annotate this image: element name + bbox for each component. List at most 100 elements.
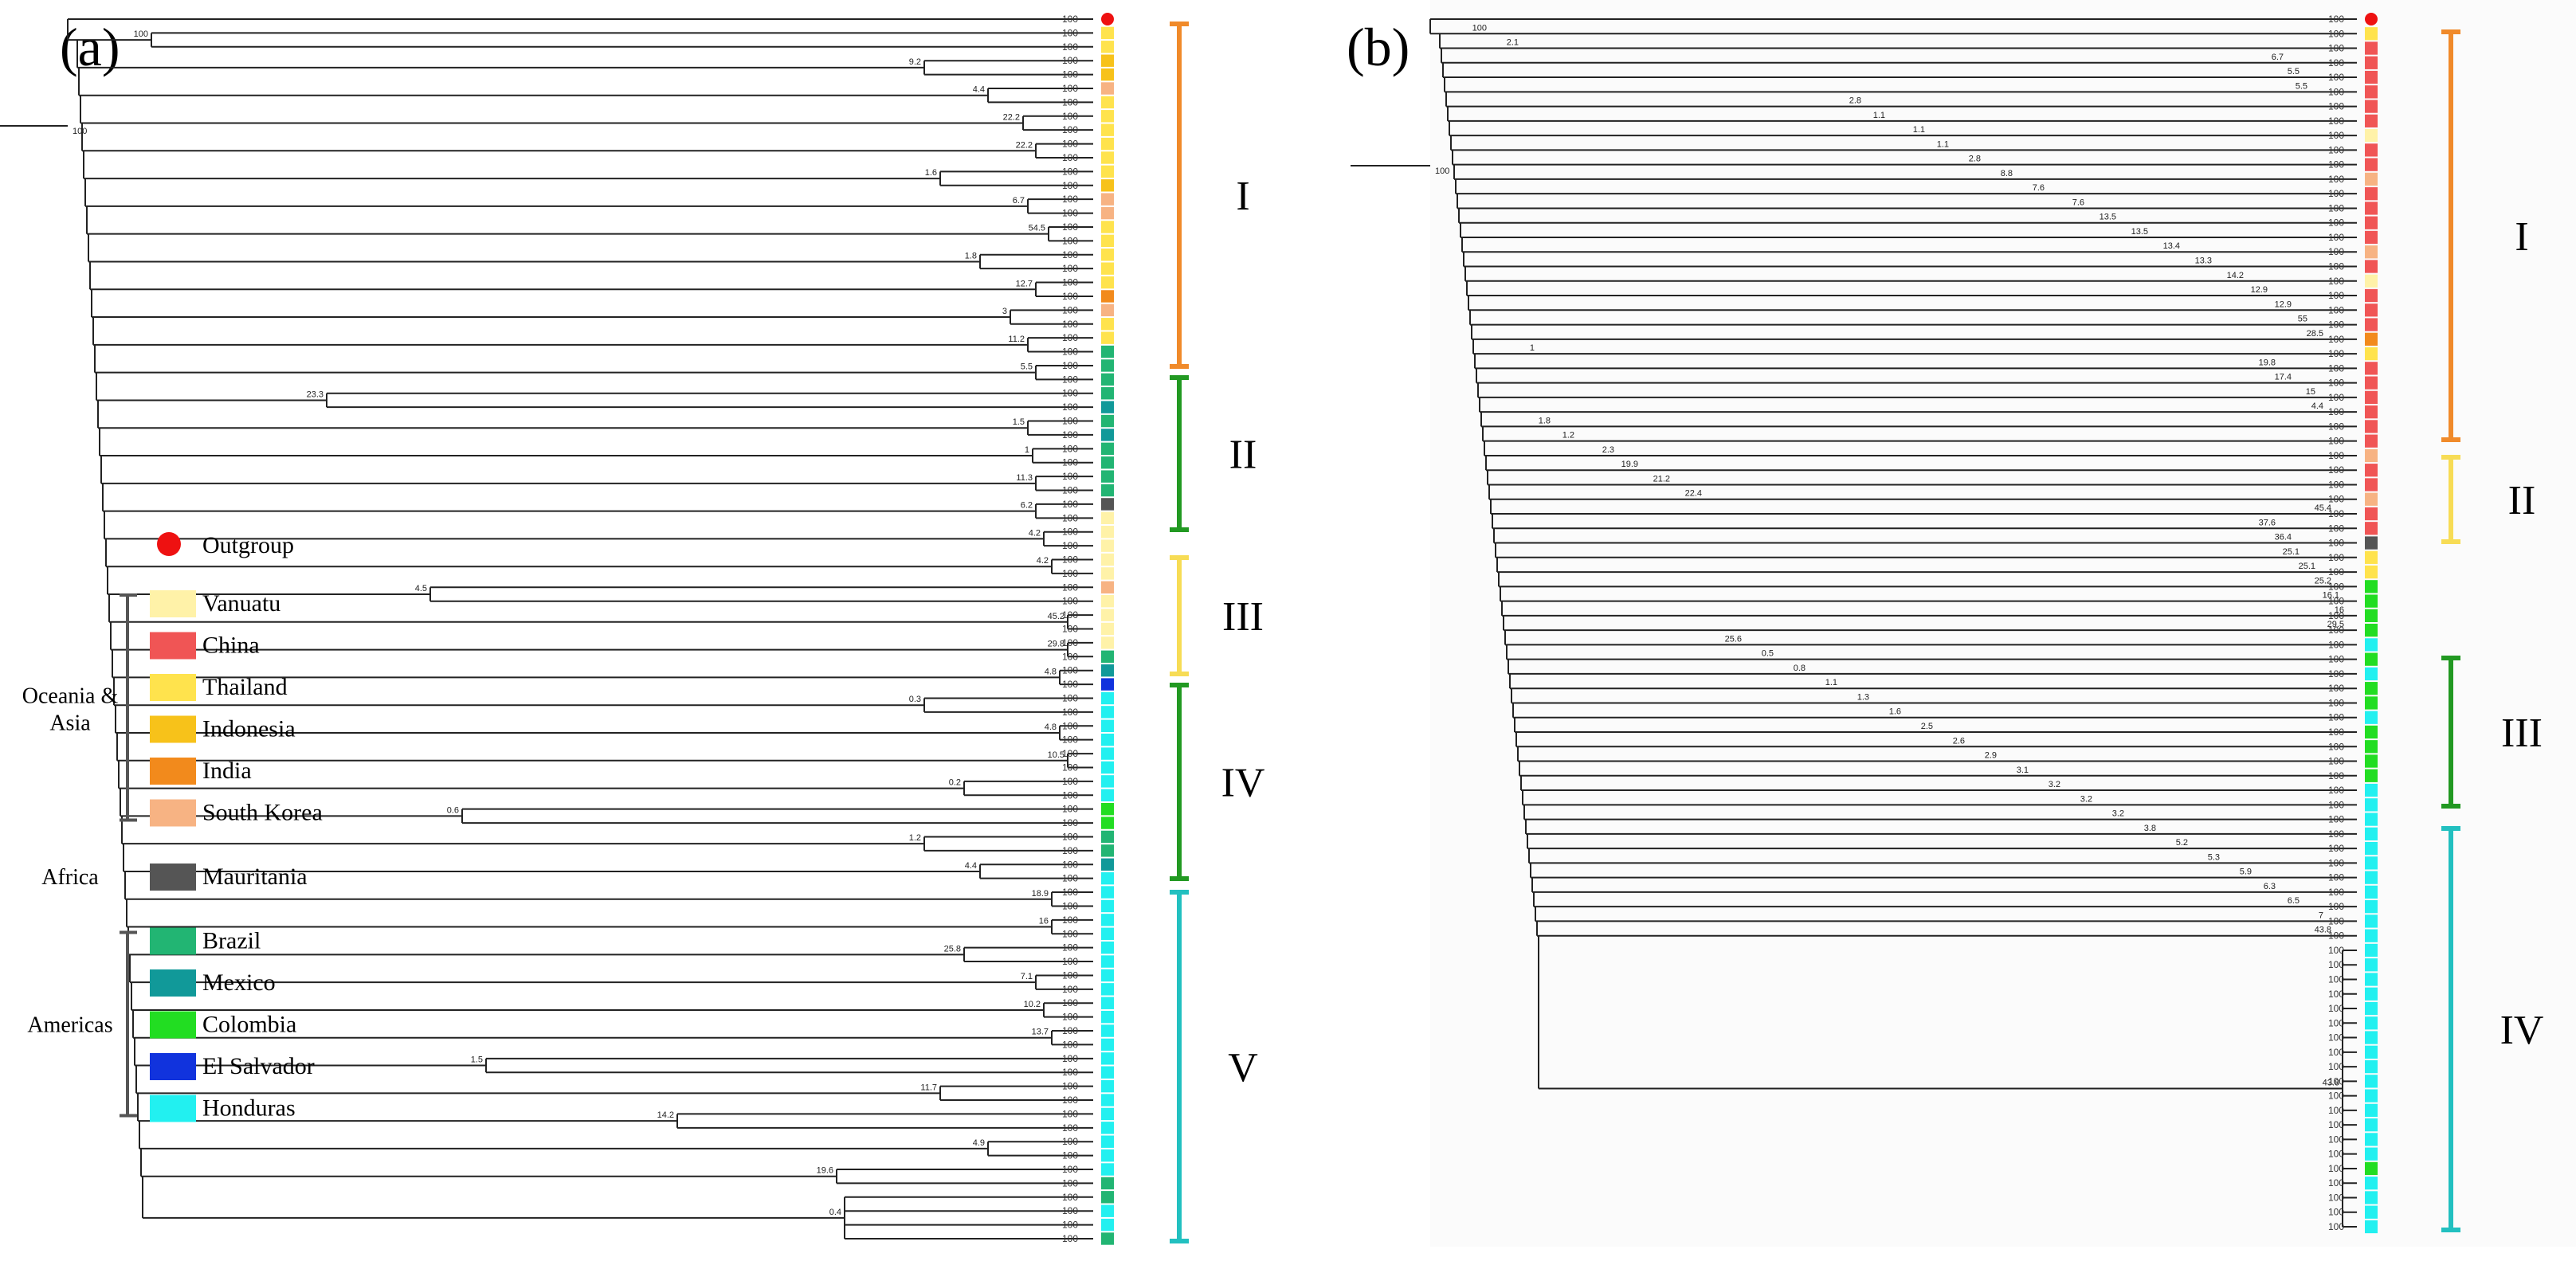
tip-color-box	[1101, 706, 1114, 719]
node-support-label: 18.9	[1032, 889, 1049, 899]
tip-color-box	[1101, 331, 1114, 344]
tip-color-box	[2365, 1118, 2378, 1132]
root-support-label: 100	[73, 127, 87, 136]
outgroup-marker	[2365, 13, 2378, 25]
tip-color-box	[2365, 798, 2378, 812]
node-support-label: 55	[2298, 315, 2307, 324]
tip-color-box	[1101, 802, 1114, 816]
tip-color-box	[1101, 1177, 1114, 1190]
tip-label: 100	[2328, 1221, 2344, 1232]
tip-label: 100	[2328, 1134, 2344, 1145]
tip-label: 100	[1062, 1164, 1078, 1175]
tip-label: 100	[1062, 762, 1078, 773]
tip-label: 100	[1062, 554, 1078, 566]
node-support-label: 12.9	[2251, 285, 2268, 295]
tip-label: 100	[2328, 683, 2344, 694]
tip-label: 100	[2328, 1091, 2344, 1102]
node-support-label: 1.8	[965, 251, 977, 260]
tip-color-box	[1101, 249, 1114, 261]
tip-label: 100	[1062, 651, 1078, 662]
tip-label: 100	[1062, 914, 1078, 926]
tip-label: 100	[1062, 527, 1078, 538]
tip-label: 100	[2328, 697, 2344, 708]
node-support-label: 25.1	[2299, 562, 2315, 571]
clade-label: I	[1236, 174, 1249, 219]
tip-color-box	[2365, 871, 2378, 884]
tip-color-box	[2365, 638, 2378, 652]
tip-label: 100	[2328, 290, 2344, 301]
tip-color-box	[2365, 987, 2378, 1001]
tip-color-box	[2365, 769, 2378, 782]
tip-label: 100	[1062, 41, 1078, 53]
tip-label: 100	[1062, 609, 1078, 621]
tip-color-box	[1101, 691, 1114, 705]
tip-label: 100	[1062, 443, 1078, 454]
legend-entry-label: South Korea	[202, 800, 323, 826]
tip-label: 100	[2328, 828, 2344, 840]
tip-color-box	[2365, 667, 2378, 681]
tip-color-box	[1101, 1149, 1114, 1162]
tip-color-box	[2365, 245, 2378, 259]
tip-color-box	[2365, 711, 2378, 724]
tip-label: 100	[2328, 887, 2344, 898]
tip-label: 100	[2328, 348, 2344, 359]
tip-label: 100	[2328, 319, 2344, 331]
tip-color-box	[1101, 1024, 1114, 1037]
tip-label: 100	[1062, 1192, 1078, 1203]
tip-color-box	[2365, 594, 2378, 608]
tip-color-box	[2365, 580, 2378, 593]
tip-label: 100	[1062, 166, 1078, 177]
node-support-label: 25.2	[2315, 576, 2331, 585]
tip-color-box	[2365, 885, 2378, 899]
tip-label: 100	[2328, 479, 2344, 490]
tip-color-box	[1101, 983, 1114, 996]
tip-color-box	[1101, 123, 1114, 136]
tip-color-box	[1101, 664, 1114, 677]
tip-label: 100	[2328, 392, 2344, 403]
tip-label: 100	[1062, 111, 1078, 122]
tip-label: 100	[2328, 130, 2344, 141]
tip-label: 100	[2328, 421, 2344, 432]
tip-label: 100	[1062, 582, 1078, 593]
tip-label: 100	[1062, 291, 1078, 302]
legend-swatch	[150, 1053, 196, 1080]
tip-color-box	[1101, 595, 1114, 608]
tip-label: 100	[1062, 707, 1078, 718]
tip-label: 100	[2328, 1105, 2344, 1116]
tip-color-box	[2365, 740, 2378, 754]
tip-color-box	[1101, 927, 1114, 940]
node-support-label: 1.2	[1562, 431, 1574, 441]
tip-color-box	[1101, 844, 1114, 857]
node-support-label: 12.7	[1016, 279, 1033, 288]
legend-swatch	[150, 590, 196, 617]
node-support-label: 4.4	[2311, 401, 2323, 411]
node-support-label: 2.9	[1985, 751, 1997, 761]
tip-label: 100	[2328, 1207, 2344, 1218]
tip-color-box	[2365, 318, 2378, 331]
tip-label: 100	[1062, 83, 1078, 94]
tip-label: 100	[1062, 720, 1078, 731]
tip-color-box	[2365, 943, 2378, 957]
legend-group-name: Africa	[41, 865, 99, 890]
node-support-label: 37.6	[2259, 518, 2276, 527]
tip-label: 100	[1062, 1053, 1078, 1064]
tip-label: 100	[1062, 1177, 1078, 1189]
tip-label: 100	[2328, 159, 2344, 170]
tip-label: 100	[2328, 1047, 2344, 1058]
node-support-label: 25.8	[944, 944, 961, 954]
tip-label: 100	[2328, 362, 2344, 374]
legend: OutgroupVanuatuChinaThailandIndonesiaInd…	[22, 532, 323, 1122]
legend-entry-label: Mexico	[202, 969, 276, 996]
tip-label: 100	[2328, 1119, 2344, 1130]
node-support-label: 8.8	[2001, 169, 2013, 178]
node-support-label: 5.5	[1021, 362, 1033, 372]
legend-swatch	[150, 758, 196, 785]
tip-color-box	[2365, 114, 2378, 127]
tip-color-box	[1101, 526, 1114, 538]
legend-entry-label: Indonesia	[202, 716, 296, 742]
node-support-label: 2.1	[1507, 38, 1519, 48]
tip-color-box	[2365, 128, 2378, 143]
legend-group-name: Oceania &	[22, 683, 119, 708]
tip-label: 100	[1062, 873, 1078, 884]
